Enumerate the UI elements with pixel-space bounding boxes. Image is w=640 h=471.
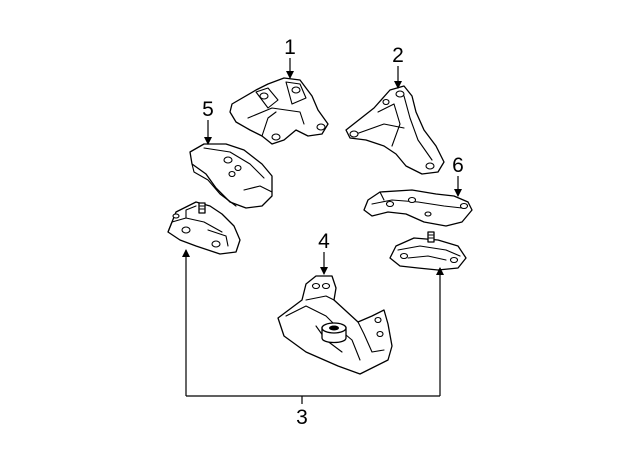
callout-1: 1: [284, 36, 296, 59]
callout-6: 6: [452, 154, 464, 177]
callout-2: 2: [392, 44, 404, 67]
callout-4: 4: [318, 230, 330, 253]
part-3-insulator-right[interactable]: [389, 231, 467, 271]
part-5-mount-insulator[interactable]: [189, 143, 273, 209]
part-6-insulator-bracket[interactable]: [363, 189, 473, 227]
callout-5: 5: [202, 98, 214, 121]
leader-lines: [182, 58, 462, 404]
callout-3: 3: [296, 406, 308, 429]
part-4-transmission-mount[interactable]: [277, 275, 393, 375]
part-2-mount-bracket[interactable]: [345, 85, 445, 175]
part-1-mount-bracket[interactable]: [229, 77, 329, 145]
part-3-insulator-left[interactable]: [167, 201, 241, 255]
